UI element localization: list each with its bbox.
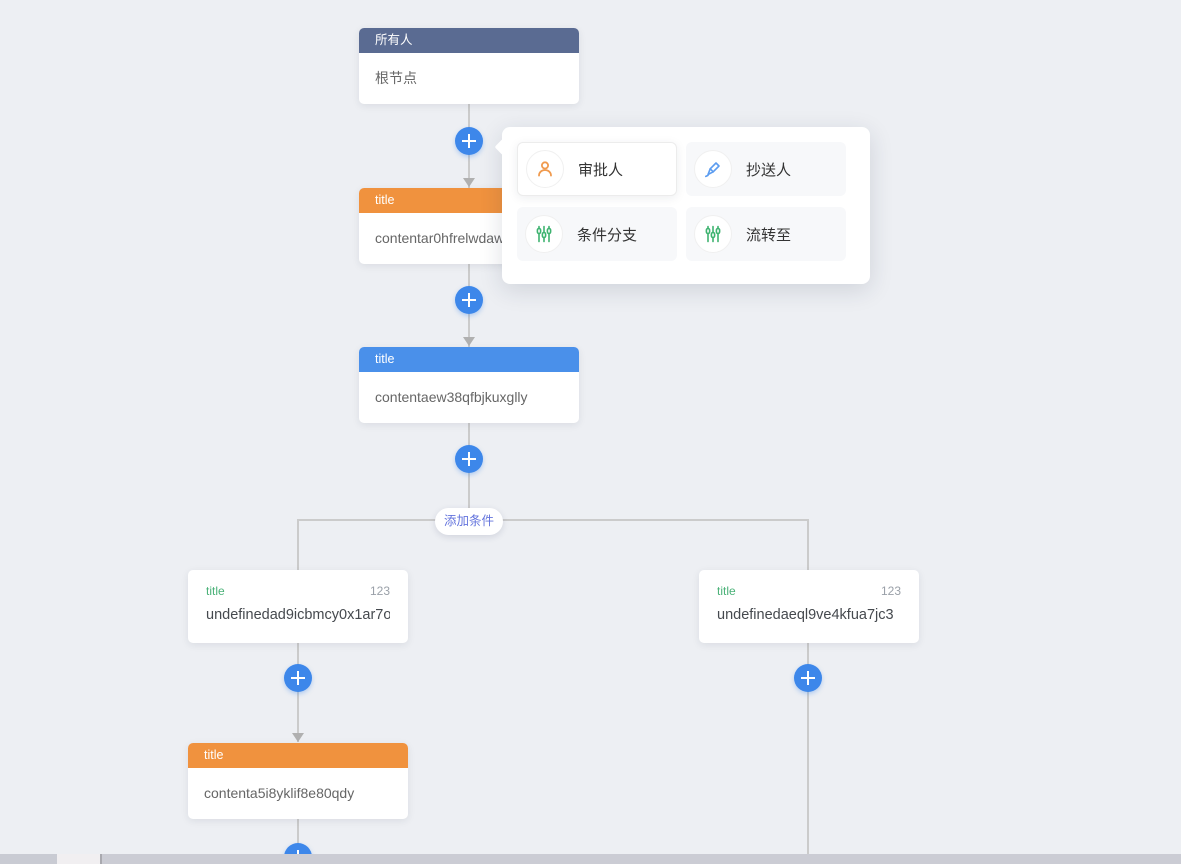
popover-item-label: 抄送人 <box>746 161 792 179</box>
add-node-button-5[interactable] <box>794 664 822 692</box>
node-root-content: 根节点 <box>375 70 417 86</box>
node-notifier[interactable]: title contentaew38qfbjkuxglly <box>359 347 579 423</box>
pen-icon <box>694 150 732 188</box>
condition-node-left[interactable]: title 123 undefinedad9icbmcy0x1ar7o <box>188 570 408 643</box>
condition-badge: 123 <box>880 584 901 598</box>
condition-content: undefinedaeql9ve4kfua7jc3 <box>717 607 894 623</box>
condition-title: title <box>206 584 225 598</box>
connector-line <box>807 519 809 570</box>
add-condition-button[interactable]: 添加条件 <box>434 508 504 535</box>
sliders-icon <box>525 215 563 253</box>
node-root-header: 所有人 <box>359 28 579 53</box>
arrow-down-icon <box>463 337 475 346</box>
node-approver-2-header: title <box>188 743 408 768</box>
sliders-icon <box>694 215 732 253</box>
branch-line <box>297 519 809 521</box>
scrollbar-thumb[interactable] <box>102 854 1181 864</box>
add-node-button-4[interactable] <box>284 664 312 692</box>
condition-title: title <box>717 584 736 598</box>
popover-item-label: 流转至 <box>746 226 792 244</box>
arrow-down-icon <box>463 178 475 187</box>
node-root[interactable]: 所有人 根节点 <box>359 28 579 104</box>
scrollbar-divider <box>100 854 102 864</box>
connector-line <box>297 519 299 570</box>
node-approver-2[interactable]: title contenta5i8yklif8e80qdy <box>188 743 408 819</box>
popover-item-approver[interactable]: 审批人 <box>517 142 677 196</box>
add-node-button-3[interactable] <box>455 445 483 473</box>
add-node-button-2[interactable] <box>455 286 483 314</box>
popover-item-label: 审批人 <box>578 161 624 179</box>
horizontal-scrollbar <box>0 854 1181 864</box>
connector-line <box>297 818 299 854</box>
popover-item-flow-to[interactable]: 流转至 <box>686 207 846 261</box>
popover-item-condition[interactable]: 条件分支 <box>517 207 677 261</box>
popover-item-label: 条件分支 <box>577 226 638 244</box>
scrollbar-thumb[interactable] <box>0 854 57 864</box>
connector-line <box>297 643 299 742</box>
node-approver-content: contentar0hfrelwdaw <box>375 230 505 246</box>
node-type-popover: 审批人 抄送人 <box>502 127 870 284</box>
popover-item-cc[interactable]: 抄送人 <box>686 142 846 196</box>
person-icon <box>526 150 564 188</box>
arrow-down-icon <box>292 733 304 742</box>
add-node-button-1[interactable] <box>455 127 483 155</box>
condition-badge: 123 <box>369 584 390 598</box>
node-notifier-header: title <box>359 347 579 372</box>
node-approver-2-content: contenta5i8yklif8e80qdy <box>204 785 355 801</box>
condition-content: undefinedad9icbmcy0x1ar7o <box>206 607 390 623</box>
node-notifier-content: contentaew38qfbjkuxglly <box>375 389 528 405</box>
condition-node-right[interactable]: title 123 undefinedaeql9ve4kfua7jc3 <box>699 570 919 643</box>
connector-line <box>807 643 809 854</box>
